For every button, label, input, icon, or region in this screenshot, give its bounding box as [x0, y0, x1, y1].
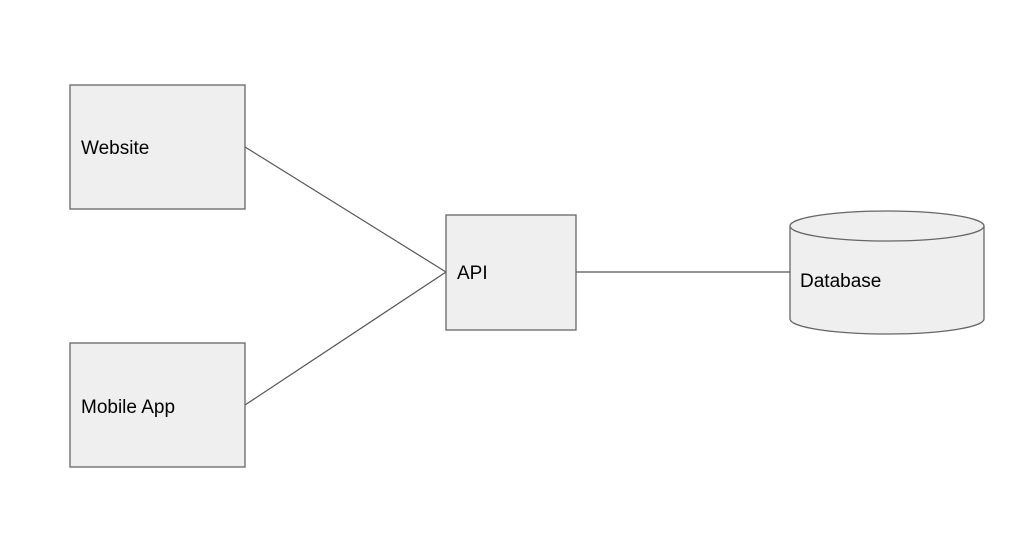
- node-website[interactable]: Website: [69, 84, 246, 210]
- node-database-body: [789, 226, 985, 335]
- node-database-top: [789, 210, 985, 242]
- node-api[interactable]: API: [445, 214, 577, 331]
- edge-website-to-api: [244, 146, 447, 273]
- node-api-label: API: [457, 263, 488, 284]
- node-mobile-app-label: Mobile App: [81, 397, 175, 418]
- node-mobile-app[interactable]: Mobile App: [69, 342, 246, 468]
- edge-mobile-app-to-api: [244, 271, 447, 406]
- node-mobile-app-box: [69, 342, 246, 468]
- node-database[interactable]: Database: [789, 210, 985, 335]
- node-database-label: Database: [800, 271, 881, 292]
- node-api-box: [445, 214, 577, 331]
- node-website-label: Website: [81, 138, 149, 159]
- node-website-box: [69, 84, 246, 210]
